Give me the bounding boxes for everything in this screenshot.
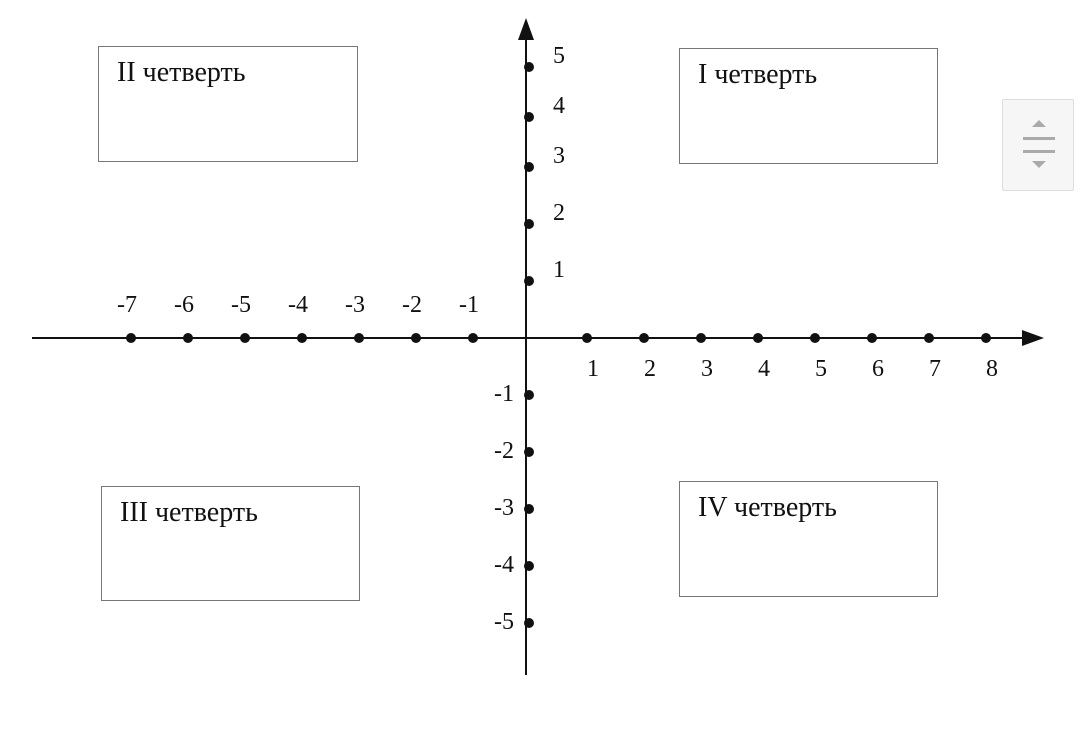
y-tick-label: -2 [494, 438, 514, 464]
quadrant-1-box: I четверть [679, 48, 938, 164]
reorder-handle-icon [1023, 120, 1055, 168]
quadrant-1-label: I четверть [698, 59, 818, 90]
y-tick-dot [524, 219, 534, 229]
x-tick-dot [753, 333, 763, 343]
y-tick-label: 2 [553, 200, 565, 226]
y-tick-label: 4 [553, 93, 565, 119]
x-tick-dot [810, 333, 820, 343]
x-tick-label: 6 [872, 356, 884, 382]
y-tick-label: 3 [553, 143, 565, 169]
x-axis-arrow [1022, 330, 1044, 346]
y-tick-dot [524, 62, 534, 72]
x-tick-label: -4 [288, 292, 308, 318]
y-tick-label: 5 [553, 43, 565, 69]
y-tick-label: 1 [553, 257, 565, 283]
quadrant-4-label: IV четверть [698, 492, 837, 523]
x-tick-dot [468, 333, 478, 343]
x-tick-dot [639, 333, 649, 343]
y-tick-dot [524, 561, 534, 571]
quadrant-3-label: III четверть [120, 497, 258, 528]
x-tick-label: 7 [929, 356, 941, 382]
quadrant-2-label: II четверть [117, 57, 246, 88]
quadrant-3-box: III четверть [101, 486, 360, 601]
y-tick-dot [524, 390, 534, 400]
x-tick-dot [183, 333, 193, 343]
quadrant-2-box: II четверть [98, 46, 358, 162]
x-tick-label: -3 [345, 292, 365, 318]
x-tick-label: -6 [174, 292, 194, 318]
x-tick-dot [411, 333, 421, 343]
y-tick-label: -3 [494, 495, 514, 521]
x-tick-dot [696, 333, 706, 343]
x-tick-dot [867, 333, 877, 343]
y-tick-dot [524, 112, 534, 122]
x-tick-label: -2 [402, 292, 422, 318]
x-tick-dot [354, 333, 364, 343]
y-tick-dot [524, 162, 534, 172]
x-tick-label: -7 [117, 292, 137, 318]
reorder-handle-button[interactable] [1002, 99, 1074, 191]
y-tick-label: -4 [494, 552, 514, 578]
x-tick-label: 8 [986, 356, 998, 382]
x-tick-label: 2 [644, 356, 656, 382]
x-tick-dot [582, 333, 592, 343]
y-tick-label: -5 [494, 609, 514, 635]
x-tick-label: 5 [815, 356, 827, 382]
quadrant-4-box: IV четверть [679, 481, 938, 597]
x-tick-dot [924, 333, 934, 343]
y-tick-dot [524, 504, 534, 514]
x-tick-label: 3 [701, 356, 713, 382]
x-tick-dot [297, 333, 307, 343]
y-tick-label: -1 [494, 381, 514, 407]
x-tick-label: 4 [758, 356, 770, 382]
x-tick-label: -5 [231, 292, 251, 318]
y-tick-dot [524, 618, 534, 628]
y-axis-arrow [518, 18, 534, 40]
y-tick-dot [524, 276, 534, 286]
x-tick-label: -1 [459, 292, 479, 318]
x-tick-label: 1 [587, 356, 599, 382]
x-tick-dot [981, 333, 991, 343]
x-tick-dot [240, 333, 250, 343]
x-tick-dot [126, 333, 136, 343]
y-tick-dot [524, 447, 534, 457]
